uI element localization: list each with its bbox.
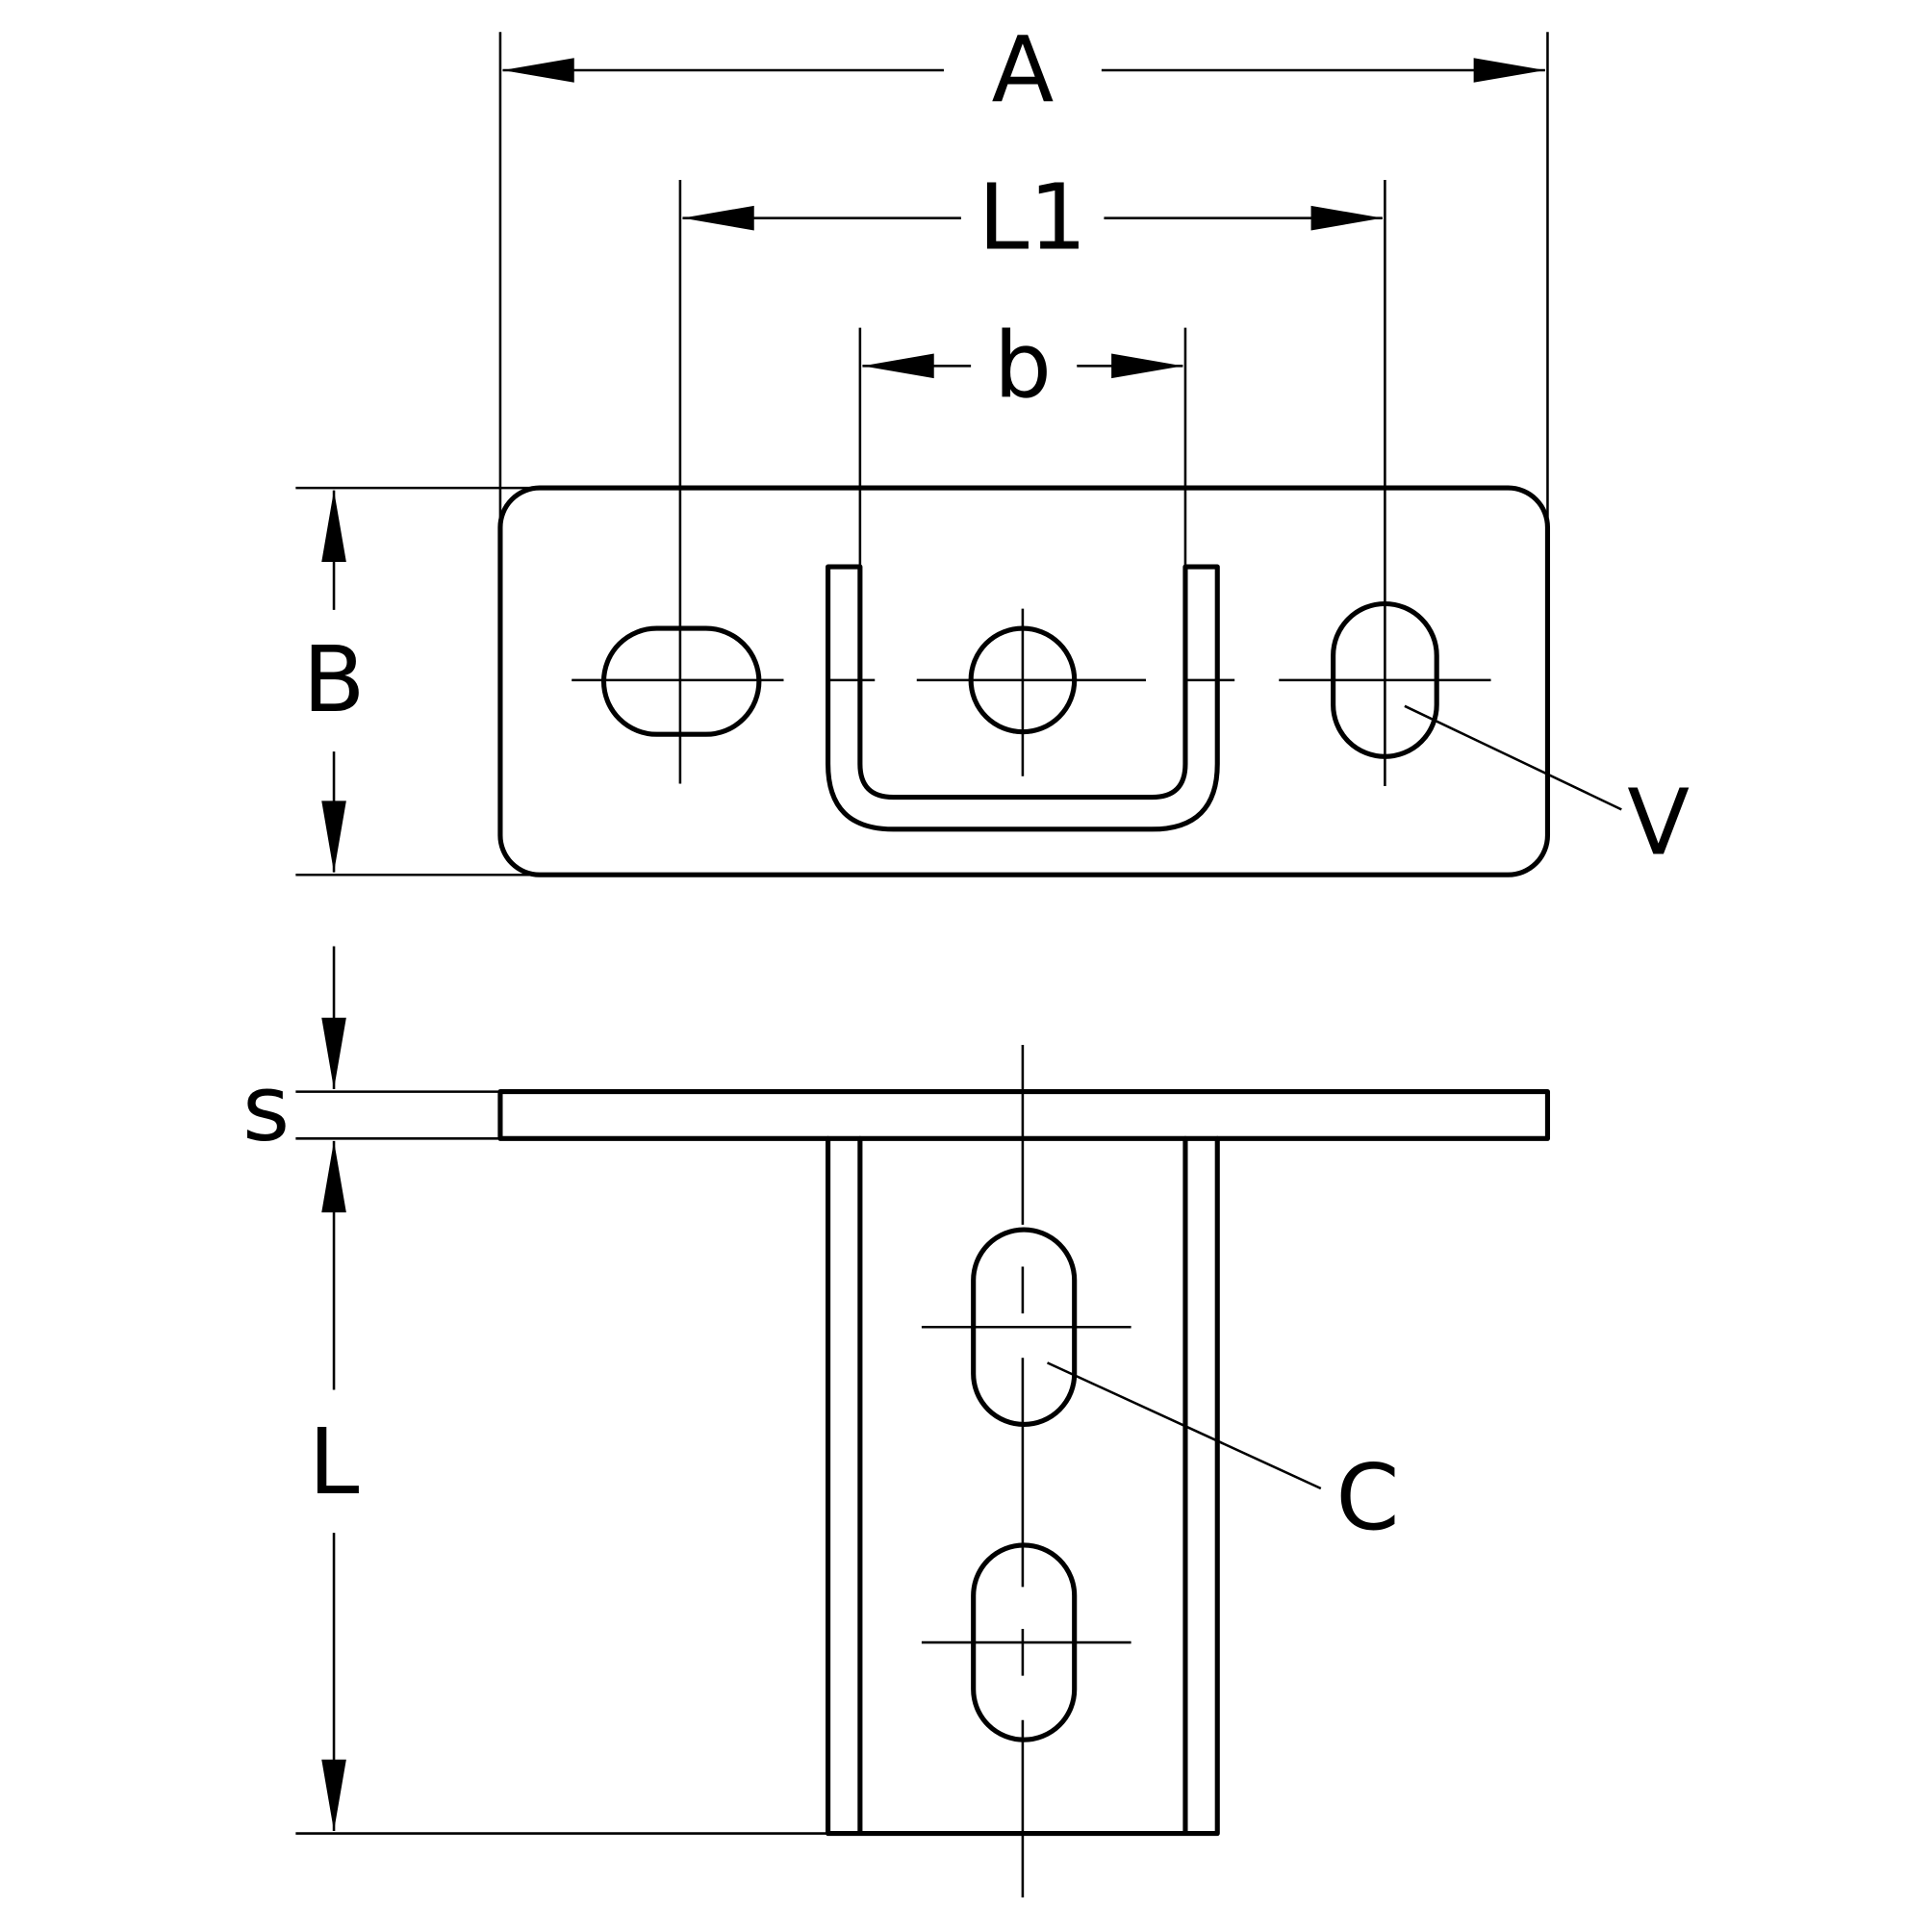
label-L1: L1 bbox=[979, 165, 1087, 271]
top-view bbox=[295, 32, 1551, 877]
dimension-B: B bbox=[303, 490, 366, 873]
dimension-A: A bbox=[502, 17, 1545, 123]
label-s: s bbox=[242, 1056, 290, 1162]
u-channel-outline bbox=[826, 564, 1220, 832]
base-plate-outline bbox=[497, 485, 1551, 877]
dimension-L: L bbox=[309, 1410, 360, 1831]
label-B: B bbox=[303, 627, 366, 733]
label-C: C bbox=[1335, 1445, 1399, 1551]
leader-C: C bbox=[1046, 1361, 1400, 1551]
side-view bbox=[295, 1044, 1551, 1898]
label-b: b bbox=[994, 313, 1052, 419]
label-V: V bbox=[1627, 770, 1690, 876]
dimension-L1: L1 bbox=[682, 165, 1383, 271]
label-A: A bbox=[991, 17, 1054, 123]
dimension-b: b bbox=[862, 313, 1183, 419]
dimension-s: s bbox=[242, 946, 346, 1390]
label-L: L bbox=[309, 1410, 360, 1515]
center-lines-side bbox=[295, 1044, 1131, 1898]
center-lines-top bbox=[295, 32, 1549, 877]
leader-V: V bbox=[1404, 704, 1690, 876]
